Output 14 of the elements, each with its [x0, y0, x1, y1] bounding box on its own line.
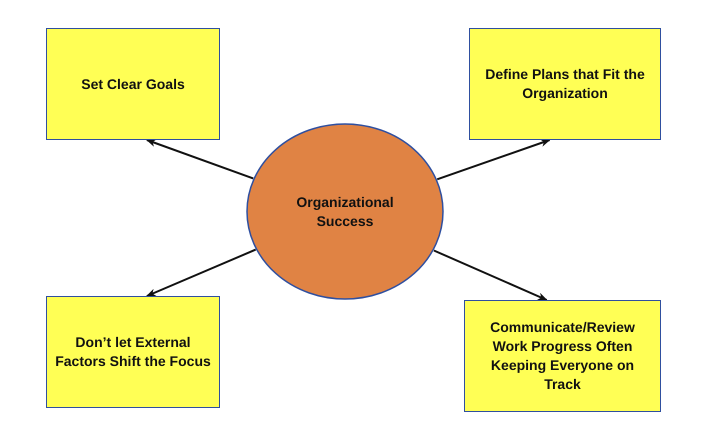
arrow: [146, 248, 256, 297]
arrow: [436, 139, 551, 180]
text-box: [46, 296, 220, 408]
text-box: [469, 28, 661, 140]
arrow: [434, 250, 548, 301]
ellipse-node: [246, 123, 444, 300]
node-label: Define Plans that Fit the Organization: [484, 65, 646, 103]
node-label: Organizational Success: [295, 192, 395, 230]
arrow: [146, 139, 254, 180]
node-label: Communicate/Review Work Progress Often Keeping Everyone on Track: [489, 318, 636, 394]
text-box: [464, 300, 661, 412]
text-box: [46, 28, 220, 140]
node-label: Don’t let External Factors Shift the Focus: [55, 333, 211, 371]
node-label: Set Clear Goals: [81, 74, 185, 94]
